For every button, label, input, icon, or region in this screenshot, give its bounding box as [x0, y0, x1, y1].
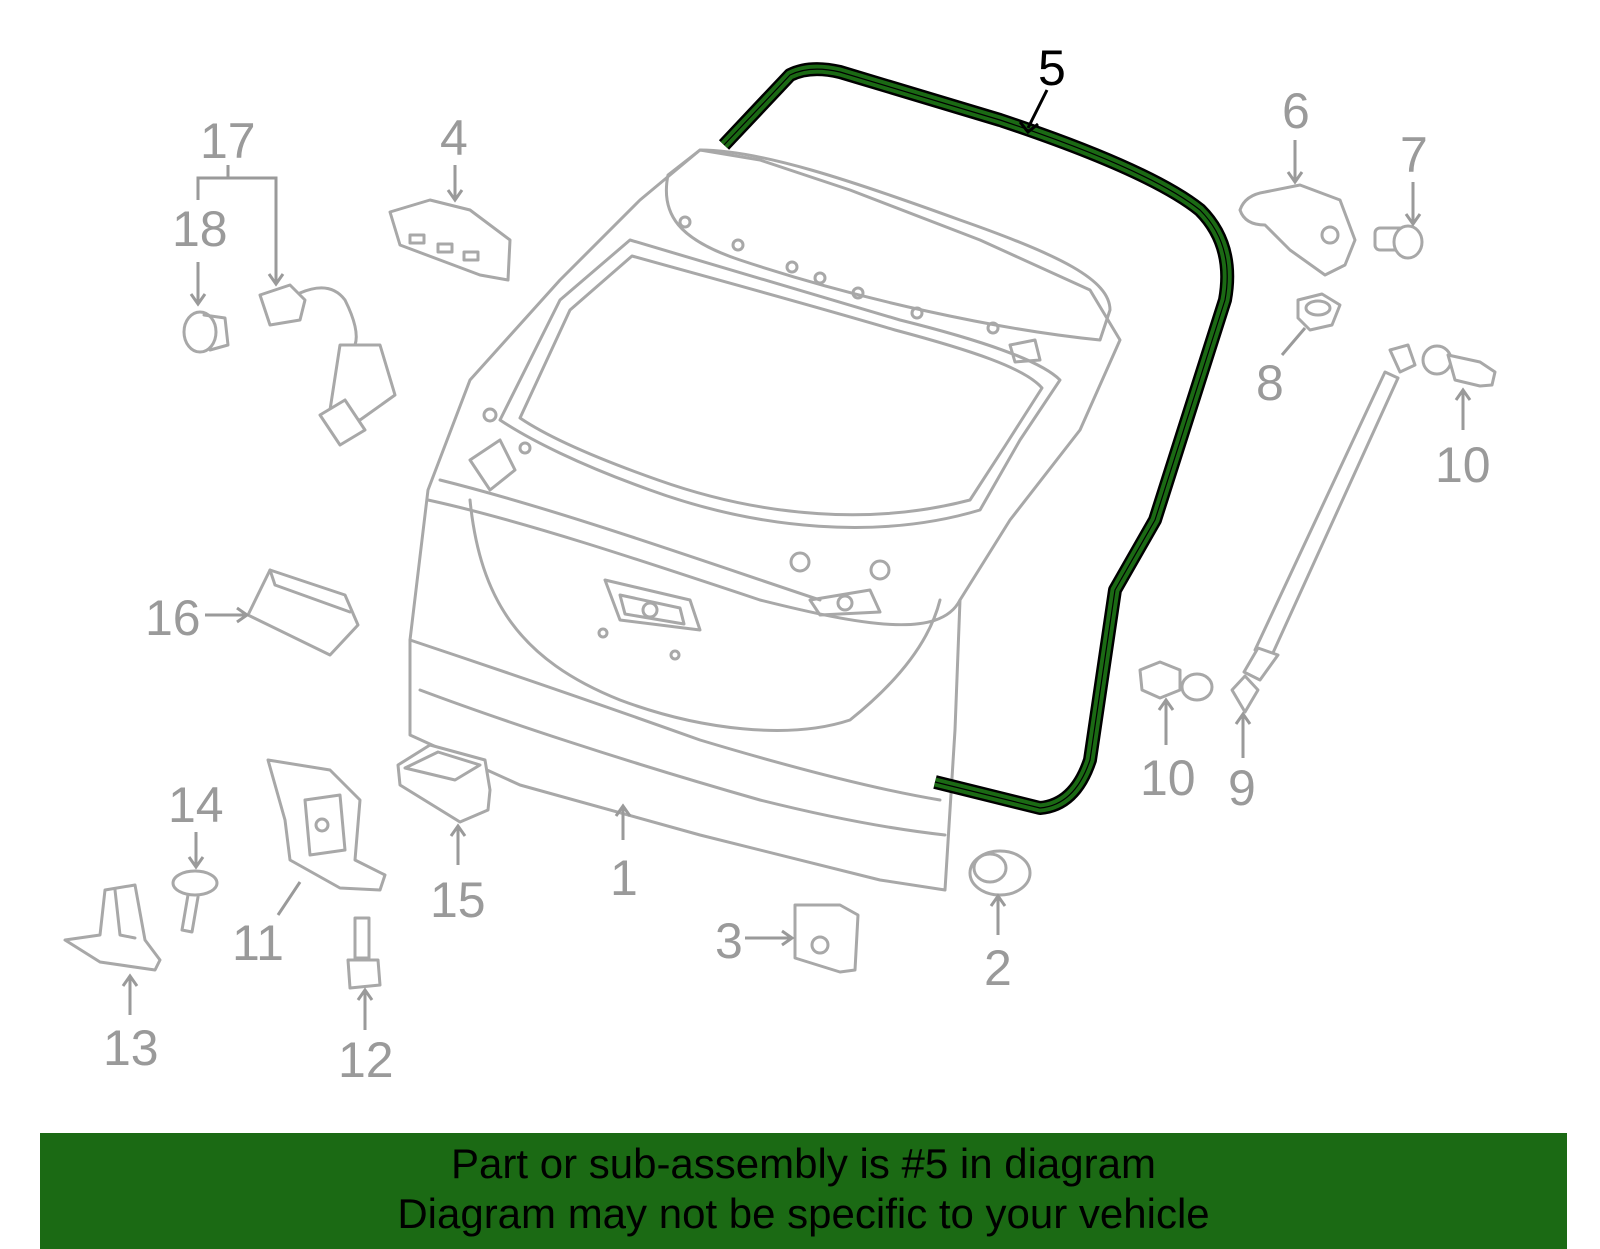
banner-line-1: Part or sub-assembly is #5 in diagram	[451, 1140, 1156, 1187]
camera-part-17	[258, 283, 397, 447]
callout-7[interactable]: 7	[1400, 127, 1428, 183]
bracket-part-6	[1238, 183, 1357, 277]
bracket-part-3	[793, 903, 860, 974]
switch-part-15	[396, 743, 492, 824]
latch-part-11	[266, 758, 387, 892]
pad-part-16	[246, 568, 360, 657]
callout-9[interactable]: 9	[1228, 760, 1256, 816]
callout-11[interactable]: 11	[232, 915, 284, 971]
strut-part-9	[1230, 343, 1417, 714]
callout-10-upper[interactable]: 10	[1435, 437, 1491, 493]
leader-lines	[121, 89, 1472, 1030]
plug-part-18	[182, 310, 230, 354]
callout-8[interactable]: 8	[1256, 355, 1284, 411]
callout-13[interactable]: 13	[103, 1020, 159, 1076]
callout-16[interactable]: 16	[145, 590, 201, 646]
pin-part-7	[1373, 224, 1424, 260]
callout-12[interactable]: 12	[338, 1032, 394, 1088]
bumper-part-2	[968, 849, 1032, 897]
ballstud-part-10-lower	[1138, 660, 1214, 702]
striker-part-13	[63, 883, 162, 972]
bolt-part-12	[346, 916, 382, 990]
callout-14[interactable]: 14	[168, 777, 224, 833]
callout-15[interactable]: 15	[430, 872, 486, 928]
bracket-part-4	[388, 198, 512, 282]
weatherstrip-part-5	[718, 62, 1235, 815]
banner-line-2: Diagram may not be specific to your vehi…	[397, 1190, 1210, 1237]
callout-10-lower[interactable]: 10	[1140, 750, 1196, 806]
bolt-part-14	[171, 869, 219, 934]
callout-2[interactable]: 2	[984, 940, 1012, 996]
callout-6[interactable]: 6	[1282, 83, 1310, 139]
callout-labels: 1 2 3 4 5 6 7 8 9 10 10 11 12 13 14 15 1…	[103, 40, 1491, 1088]
callout-3[interactable]: 3	[715, 913, 743, 969]
info-banner: Part or sub-assembly is #5 in diagram Di…	[40, 1133, 1567, 1249]
callout-1[interactable]: 1	[610, 850, 638, 906]
callout-18[interactable]: 18	[172, 201, 228, 257]
tailgate-part-1	[408, 148, 1122, 892]
nut-part-8	[1296, 292, 1342, 332]
parts-diagram: 1 2 3 4 5 6 7 8 9 10 10 11 12 13 14 15 1…	[63, 40, 1497, 1088]
callout-5[interactable]: 5	[1038, 40, 1066, 96]
callout-17[interactable]: 17	[200, 113, 256, 169]
callout-4[interactable]: 4	[440, 110, 468, 166]
ballstud-part-10-upper	[1421, 344, 1497, 388]
